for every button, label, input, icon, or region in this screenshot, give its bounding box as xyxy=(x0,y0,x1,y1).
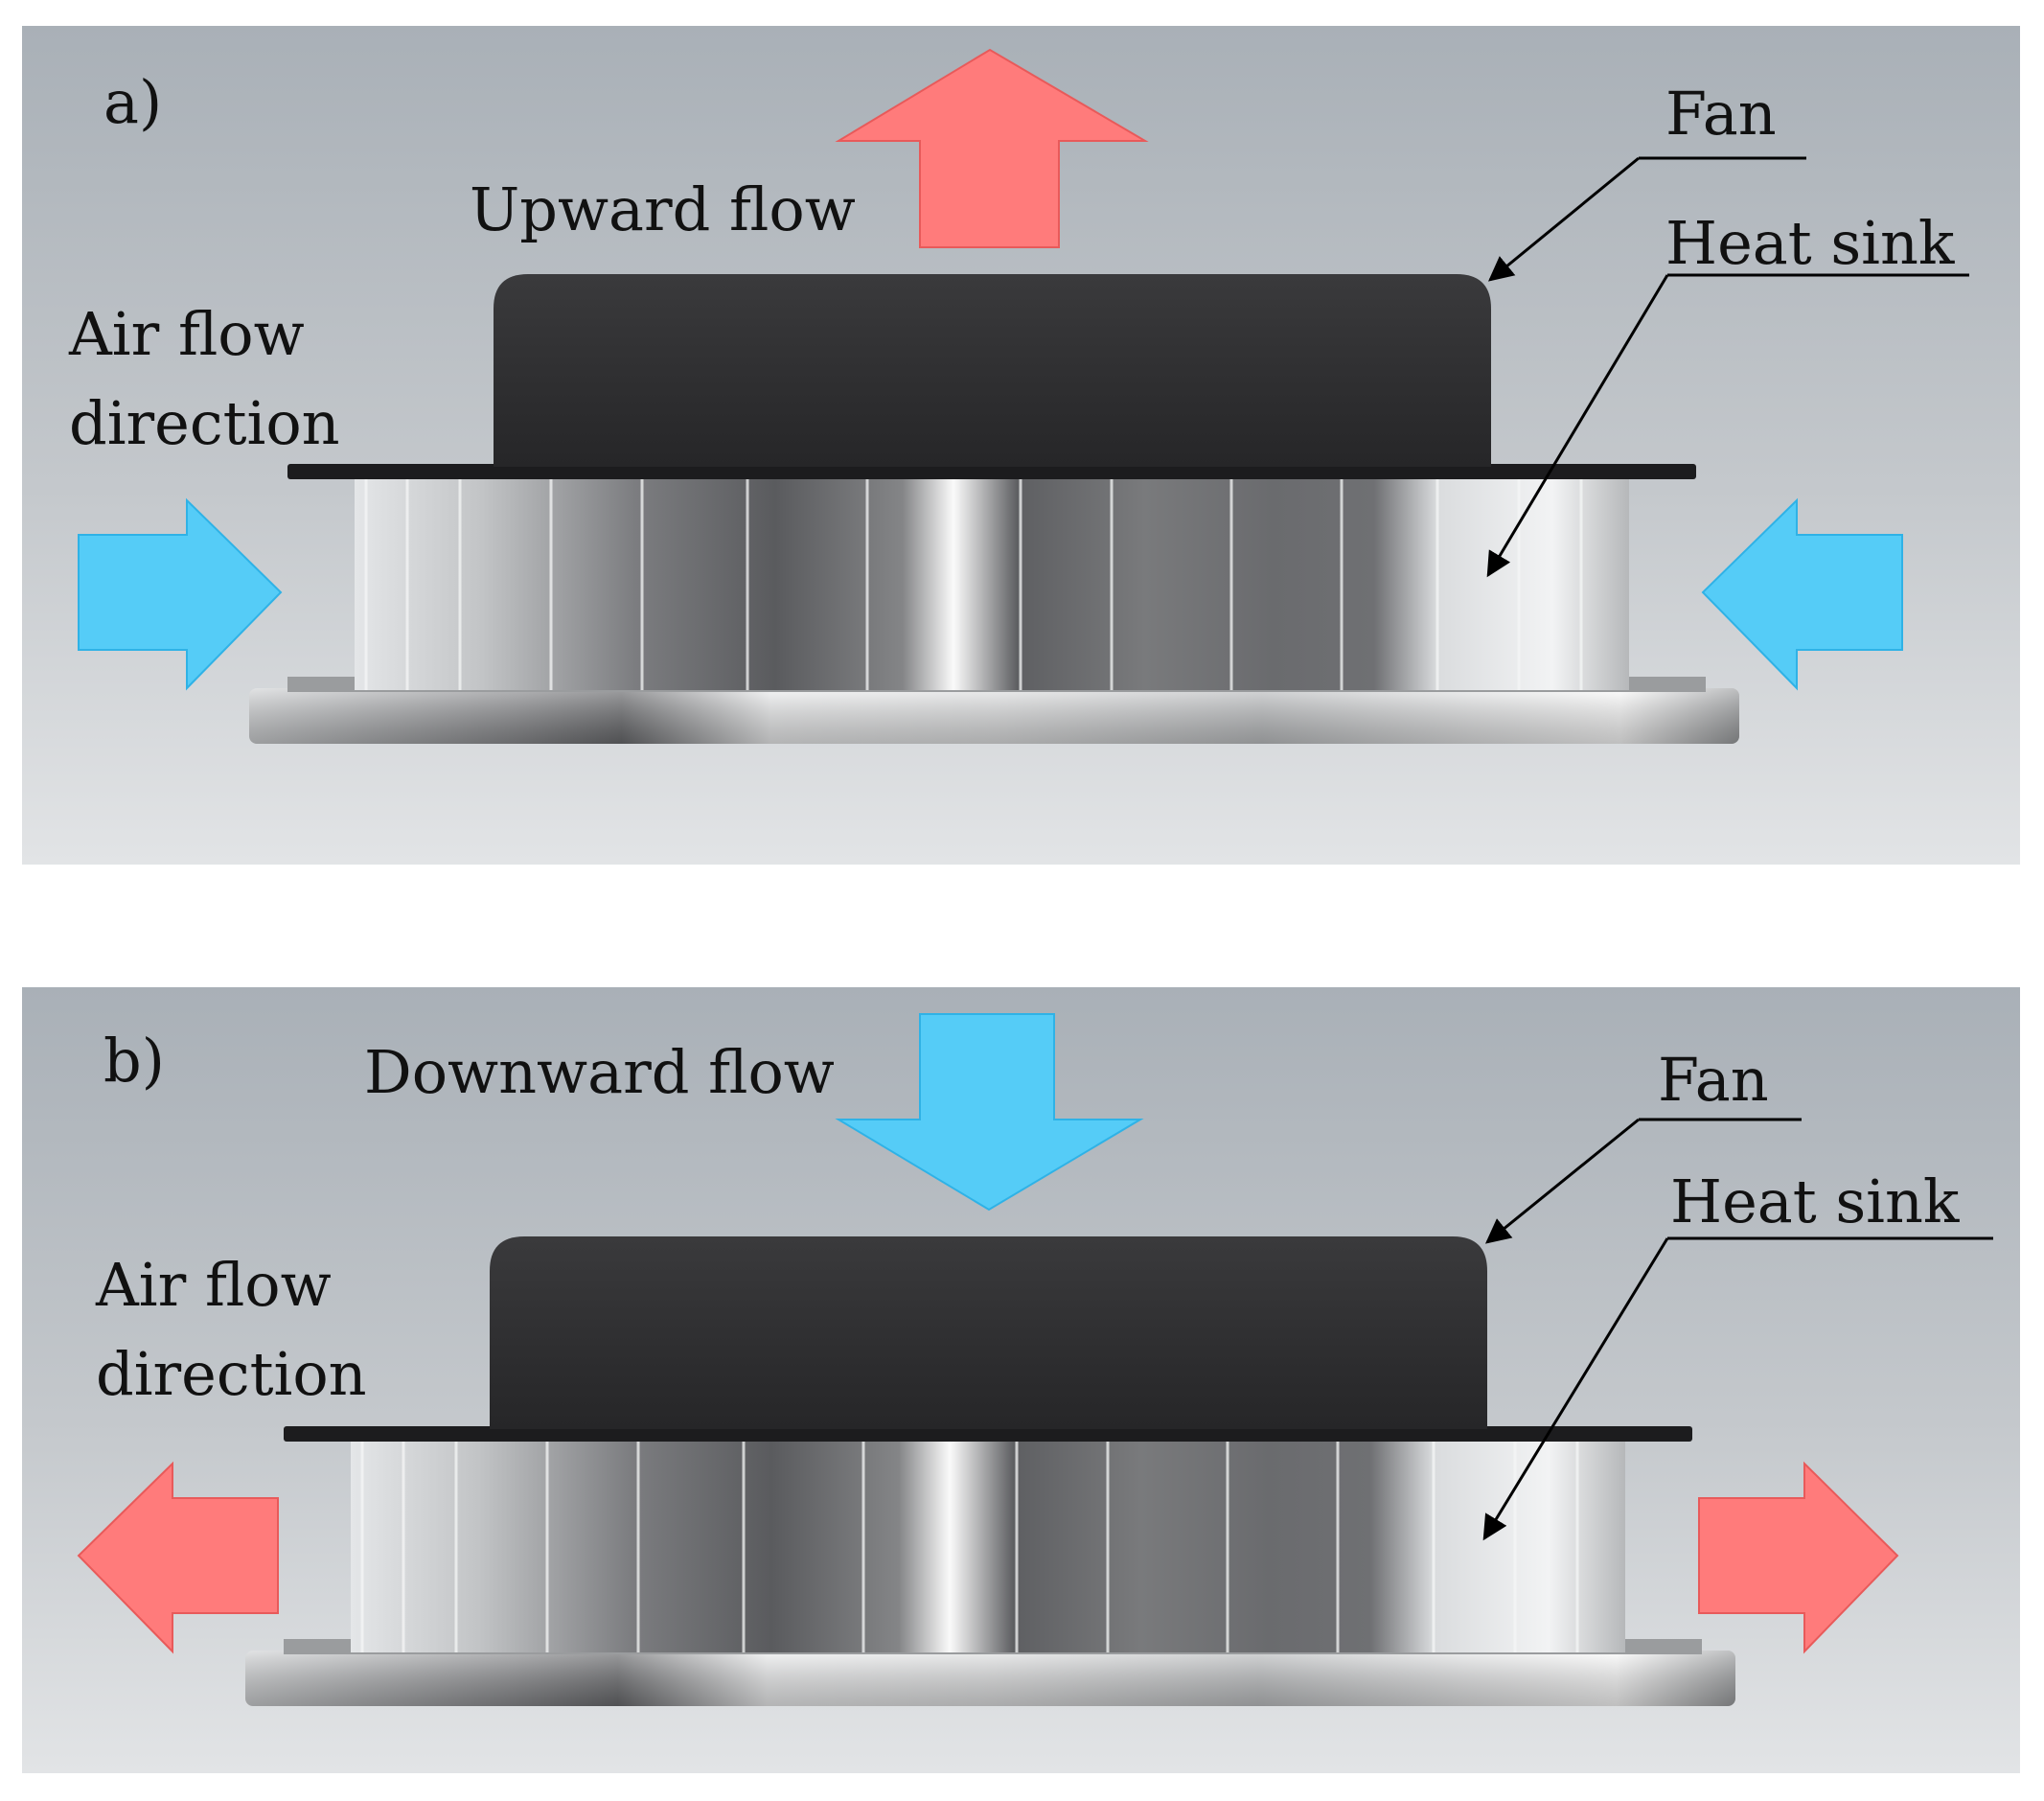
up-arrow xyxy=(835,48,1149,248)
left-inward-arrow xyxy=(78,497,283,691)
fan-pointer-arrow xyxy=(1484,1118,1640,1244)
panel-b: b) Downward flow Fan Heat sink Air flow … xyxy=(22,987,2020,1773)
down-arrow xyxy=(835,1013,1144,1212)
panel-a-air-flow-label-line1: Air flow xyxy=(68,299,305,369)
panel-b-air-flow-label-line2: direction xyxy=(96,1339,367,1409)
left-outward-arrow xyxy=(77,1461,279,1654)
panel-b-air-flow-label-line1: Air flow xyxy=(95,1250,332,1320)
panel-a-air-flow-label-line2: direction xyxy=(69,388,340,458)
panel-a-heat-sink-label: Heat sink xyxy=(1665,208,1955,278)
right-inward-arrow xyxy=(1701,497,1903,691)
panel-b-letter: b) xyxy=(103,1026,165,1096)
heat-sink-pointer-arrow xyxy=(1482,1237,1669,1541)
panel-a-fan-label: Fan xyxy=(1665,79,1777,149)
panel-b-heat-sink-label: Heat sink xyxy=(1670,1166,1960,1236)
heat-sink-pointer-arrow xyxy=(1486,274,1669,578)
panel-b-fan-label: Fan xyxy=(1658,1045,1769,1115)
downward-flow-label: Downward flow xyxy=(364,1037,835,1107)
fan-pointer-arrow xyxy=(1487,156,1640,282)
panel-a: a) Upward flow Fan Heat sink Air flow di… xyxy=(22,26,2020,865)
right-outward-arrow xyxy=(1698,1461,1899,1654)
upward-flow-label: Upward flow xyxy=(470,174,856,244)
panel-a-letter: a) xyxy=(103,67,162,137)
